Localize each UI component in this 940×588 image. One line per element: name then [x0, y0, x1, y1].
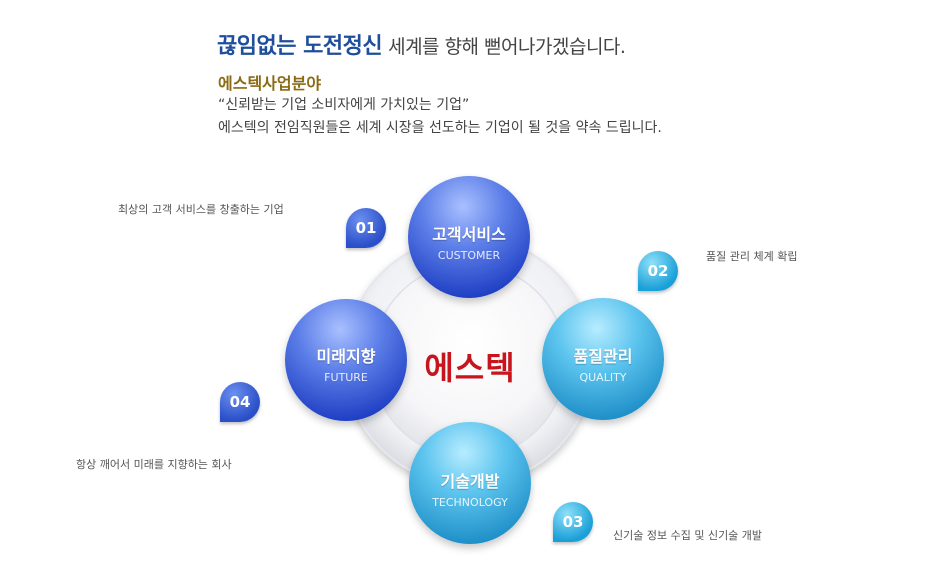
quote: “신뢰받는 기업 소비자에게 가치있는 기업”: [218, 97, 470, 113]
note-technology: 신기술 정보 수집 및 신기술 개발: [613, 529, 763, 542]
circle-quality: [542, 298, 664, 420]
label-technology-ko: 기술개발: [440, 472, 500, 491]
label-customer-ko: 고객서비스: [432, 225, 506, 244]
badge-04: 04: [220, 382, 260, 422]
center-label: 에스텍: [424, 349, 516, 387]
badge-02: 02: [638, 251, 678, 291]
label-technology: 기술개발 TECHNOLOGY: [410, 468, 530, 509]
note-customer: 최상의 고객 서비스를 창출하는 기업: [118, 203, 284, 216]
section-title: 에스텍사업분야: [218, 74, 322, 93]
label-customer: 고객서비스 CUSTOMER: [409, 221, 529, 262]
badge-03: 03: [553, 502, 593, 542]
badge-01: 01: [346, 208, 386, 248]
headline-rest: 세계를 향해 뻗어나가겠습니다.: [388, 36, 626, 58]
note-quality: 품질 관리 체계 확립: [706, 250, 798, 263]
note-future: 항상 깨어서 미래를 지향하는 회사: [76, 458, 232, 471]
label-customer-en: CUSTOMER: [437, 249, 501, 262]
circle-technology: [409, 422, 531, 544]
label-quality-ko: 품질관리: [573, 347, 633, 366]
label-future-ko: 미래지향: [316, 347, 376, 366]
headline-strong: 끊임없는 도전정신: [217, 34, 383, 59]
description: 에스텍의 전임직원들은 세계 시장을 선도하는 기업이 될 것을 약속 드립니다…: [218, 120, 662, 136]
circle-customer: [408, 176, 530, 298]
label-future-en: FUTURE: [324, 371, 368, 384]
label-technology-en: TECHNOLOGY: [432, 496, 508, 509]
label-quality: 품질관리 QUALITY: [543, 343, 663, 384]
label-future: 미래지향 FUTURE: [286, 343, 406, 384]
circle-future: [285, 299, 407, 421]
label-quality-en: QUALITY: [579, 371, 627, 384]
